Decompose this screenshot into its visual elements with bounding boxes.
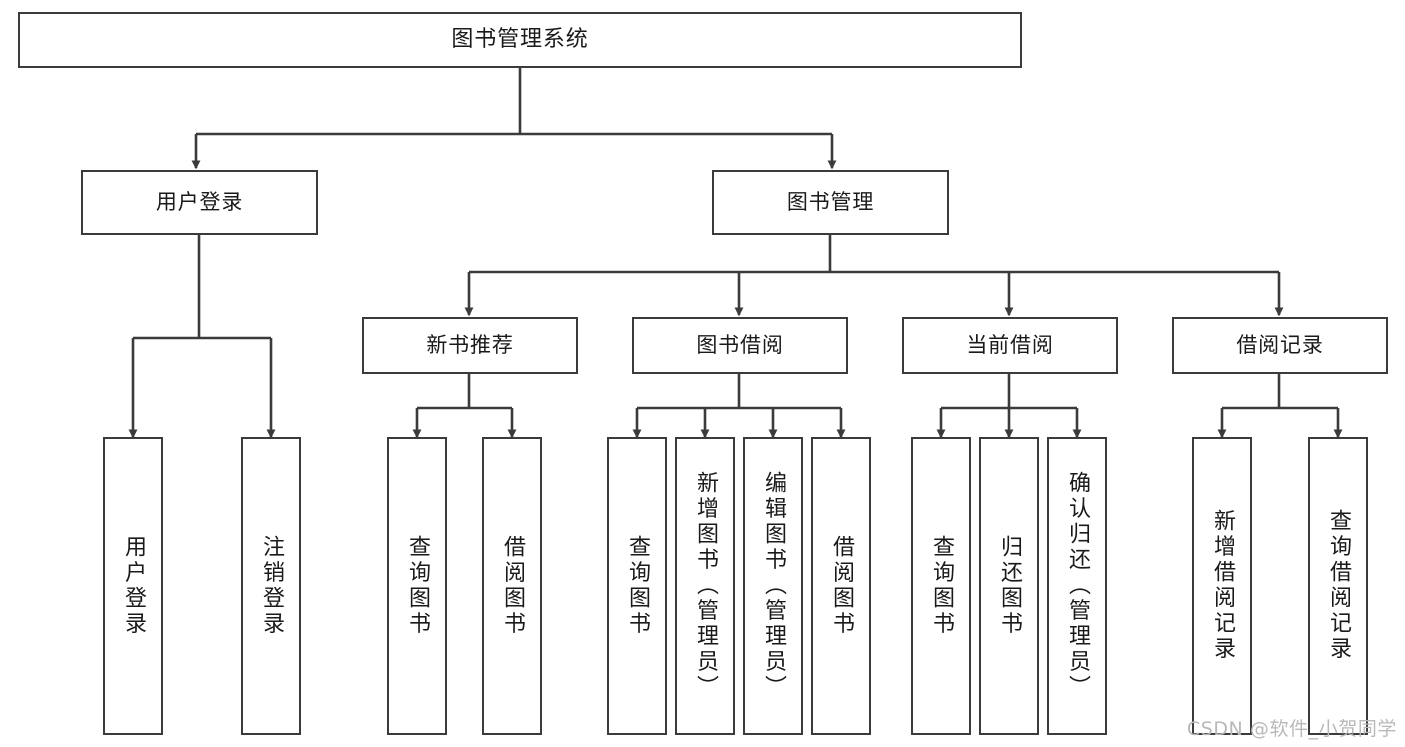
node-leaf-borrow-book[interactable]: 借阅图书 <box>811 437 871 735</box>
node-label: 查询图书 <box>929 534 954 638</box>
node-label: 用户登录 <box>121 534 146 638</box>
node-leaf-return-book[interactable]: 归还图书 <box>979 437 1039 735</box>
node-label: 确认归还（管理员） <box>1065 471 1090 701</box>
node-label: 查询借阅记录 <box>1326 509 1351 663</box>
node-label: 图书借阅 <box>696 333 784 358</box>
node-leaf-query-book-borrow[interactable]: 查询图书 <box>607 437 667 735</box>
node-label: 图书管理系统 <box>451 27 589 53</box>
node-label: 新增借阅记录 <box>1210 509 1235 663</box>
node-current-borrow[interactable]: 当前借阅 <box>902 317 1118 374</box>
node-label: 查询图书 <box>625 534 650 638</box>
node-book-management[interactable]: 图书管理 <box>712 170 949 235</box>
node-leaf-query-book-current[interactable]: 查询图书 <box>911 437 971 735</box>
node-label: 归还图书 <box>997 534 1022 638</box>
node-label: 图书管理 <box>786 190 875 215</box>
node-leaf-borrow-book-recommend[interactable]: 借阅图书 <box>482 437 542 735</box>
node-label: 编辑图书（管理员） <box>761 471 786 701</box>
node-leaf-confirm-return-admin[interactable]: 确认归还（管理员） <box>1047 437 1107 735</box>
node-label: 借阅图书 <box>500 534 525 638</box>
node-label: 新书推荐 <box>426 333 514 358</box>
node-label: 借阅图书 <box>829 534 854 638</box>
node-leaf-query-book-recommend[interactable]: 查询图书 <box>387 437 447 735</box>
node-new-book-recommend[interactable]: 新书推荐 <box>362 317 578 374</box>
node-leaf-query-borrow-record[interactable]: 查询借阅记录 <box>1308 437 1368 735</box>
node-user-login[interactable]: 用户登录 <box>81 170 318 235</box>
node-root-book-management-system[interactable]: 图书管理系统 <box>18 12 1022 68</box>
node-leaf-add-book-admin[interactable]: 新增图书（管理员） <box>675 437 735 735</box>
node-leaf-edit-book-admin[interactable]: 编辑图书（管理员） <box>743 437 803 735</box>
node-label: 新增图书（管理员） <box>693 471 718 701</box>
node-book-borrow[interactable]: 图书借阅 <box>632 317 848 374</box>
node-label: 借阅记录 <box>1236 333 1324 358</box>
node-borrow-records[interactable]: 借阅记录 <box>1172 317 1388 374</box>
node-label: 注销登录 <box>259 534 284 638</box>
node-label: 用户登录 <box>155 190 244 215</box>
node-leaf-logout[interactable]: 注销登录 <box>241 437 301 735</box>
node-leaf-user-login[interactable]: 用户登录 <box>103 437 163 735</box>
node-label: 查询图书 <box>405 534 430 638</box>
node-label: 当前借阅 <box>966 333 1054 358</box>
node-leaf-add-borrow-record[interactable]: 新增借阅记录 <box>1192 437 1252 735</box>
